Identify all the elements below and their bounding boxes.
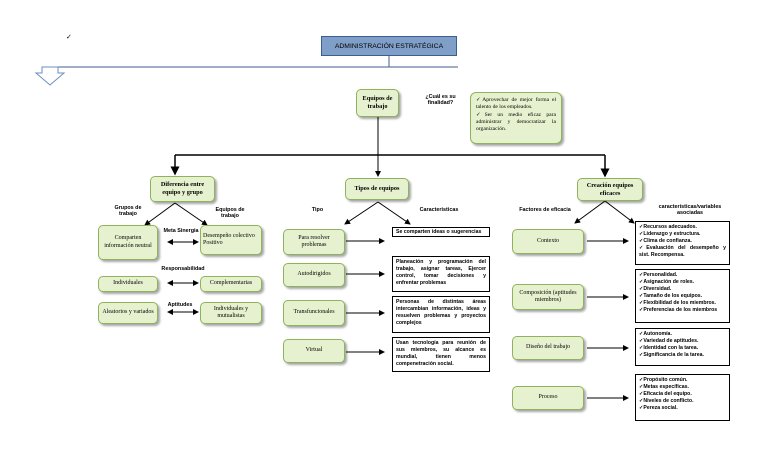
factor-job-design-features: Autonomía. Variedad de aptitudes. Identi… [635, 328, 730, 366]
team-trait: Positivo [203, 240, 223, 246]
group-individual: Individuales [98, 276, 158, 292]
finality-question: ¿Cuál es su finalidad? [425, 94, 456, 107]
feature-item: Preferencias de los miembros [639, 307, 726, 314]
factor-context-features: Recursos adecuados. Liderazgo y estructu… [635, 221, 730, 265]
feature-item: Clima de confianza. [639, 238, 726, 245]
relation-meta-sinergia: Meta Sinergia [163, 228, 199, 234]
feature-item: Diversidad. [639, 286, 726, 293]
type-cross-functional: Transfuncionales [283, 300, 345, 326]
finality-goals: Aprovechar de mejor forma el talento de … [470, 92, 562, 144]
feature-item: Personalidad. [639, 272, 726, 279]
type-self-directed: Autodirigidos [283, 263, 345, 287]
feature-item: Evaluación del desempeño y sist. Recompe… [639, 245, 726, 259]
feature-item: Tamaño de los equipos. [639, 293, 726, 300]
feature-item: Significancia de la tarea. [639, 352, 726, 359]
difference-node: Diferencia entre equipo y grupo [150, 176, 215, 202]
factor-composition-features: Personalidad. Asignación de roles. Diver… [635, 269, 730, 323]
feature-item: Niveles de conflicto. [639, 398, 726, 405]
type-problem-solving-features: Se comparten ideas o sugerencias [392, 227, 490, 237]
factor-process: Proceso [512, 386, 584, 410]
type-header: Tipo [311, 207, 324, 213]
tick-mark: ✓ [66, 34, 72, 41]
feature-item: Propósito común. [639, 377, 726, 384]
factor-job-design: Diseño del trabajo [512, 336, 584, 360]
team-trait: Desempeño colectivo [203, 232, 255, 239]
feature-item: Pereza social. [639, 405, 726, 412]
down-arrow-icon [34, 66, 66, 86]
root-node: Equipos de trabajo [356, 89, 399, 117]
type-virtual-features: Usan tecnología para reunión de sus miem… [392, 337, 490, 372]
type-problem-solving: Para resolver problemas [283, 229, 345, 255]
factor-process-features: Propósito común. Metas específicas. Efic… [635, 374, 730, 421]
effective-node: Creación equipos eficaces [577, 178, 643, 201]
team-performance: Desempeño colectivo Positivo [200, 225, 262, 255]
feature-item: Flexibilidad de los miembros. [639, 300, 726, 307]
type-cross-functional-features: Personas de distintas áreas intercambian… [392, 296, 490, 333]
factor-composition: Composición (aptitudes miembros) [512, 284, 584, 310]
type-virtual: Virtual [283, 339, 345, 363]
feature-item: Asignación de roles. [639, 279, 726, 286]
features-header: Caracteristicas [419, 207, 459, 213]
teams-header: Equipos de trabajo [215, 207, 245, 220]
group-random: Aleatorios y variados [98, 302, 158, 324]
factor-context: Contexto [512, 229, 584, 254]
team-complementary: Complementarias [200, 276, 262, 292]
groups-header: Grupos de trabajo [114, 205, 142, 218]
page-title: ADMINISTRACIÓN ESTRATÉGICA [321, 36, 457, 56]
feature-item: Metas específicas. [639, 384, 726, 391]
type-self-directed-features: Planeación y programación del trabajo, a… [392, 256, 490, 292]
goal-item: Ser un medio eficaz para administrar y d… [476, 112, 556, 134]
types-node: Tipos de equipos [345, 178, 409, 200]
factors-header: Factores de eficacia [519, 207, 571, 213]
feature-item: Liderazgo y estructura. [639, 231, 726, 238]
variables-header: características/variables asociadas [658, 204, 722, 217]
feature-item: Variedad de aptitudes. [639, 338, 726, 345]
relation-responsabilidad: Responsabilidad [161, 266, 205, 272]
feature-item: Eficacia del equipo. [639, 391, 726, 398]
feature-item: Identidad con la tarea. [639, 345, 726, 352]
relation-aptitudes: Aptitudes [167, 302, 193, 308]
feature-item: Recursos adecuados. [639, 224, 726, 231]
group-share-info: Comparten información neutral [98, 225, 158, 260]
feature-item: Autonomía. [639, 331, 726, 338]
goal-item: Aprovechar de mejor forma el talento de … [476, 97, 556, 112]
team-mutualist: Individuales y mutualistas [200, 302, 262, 324]
